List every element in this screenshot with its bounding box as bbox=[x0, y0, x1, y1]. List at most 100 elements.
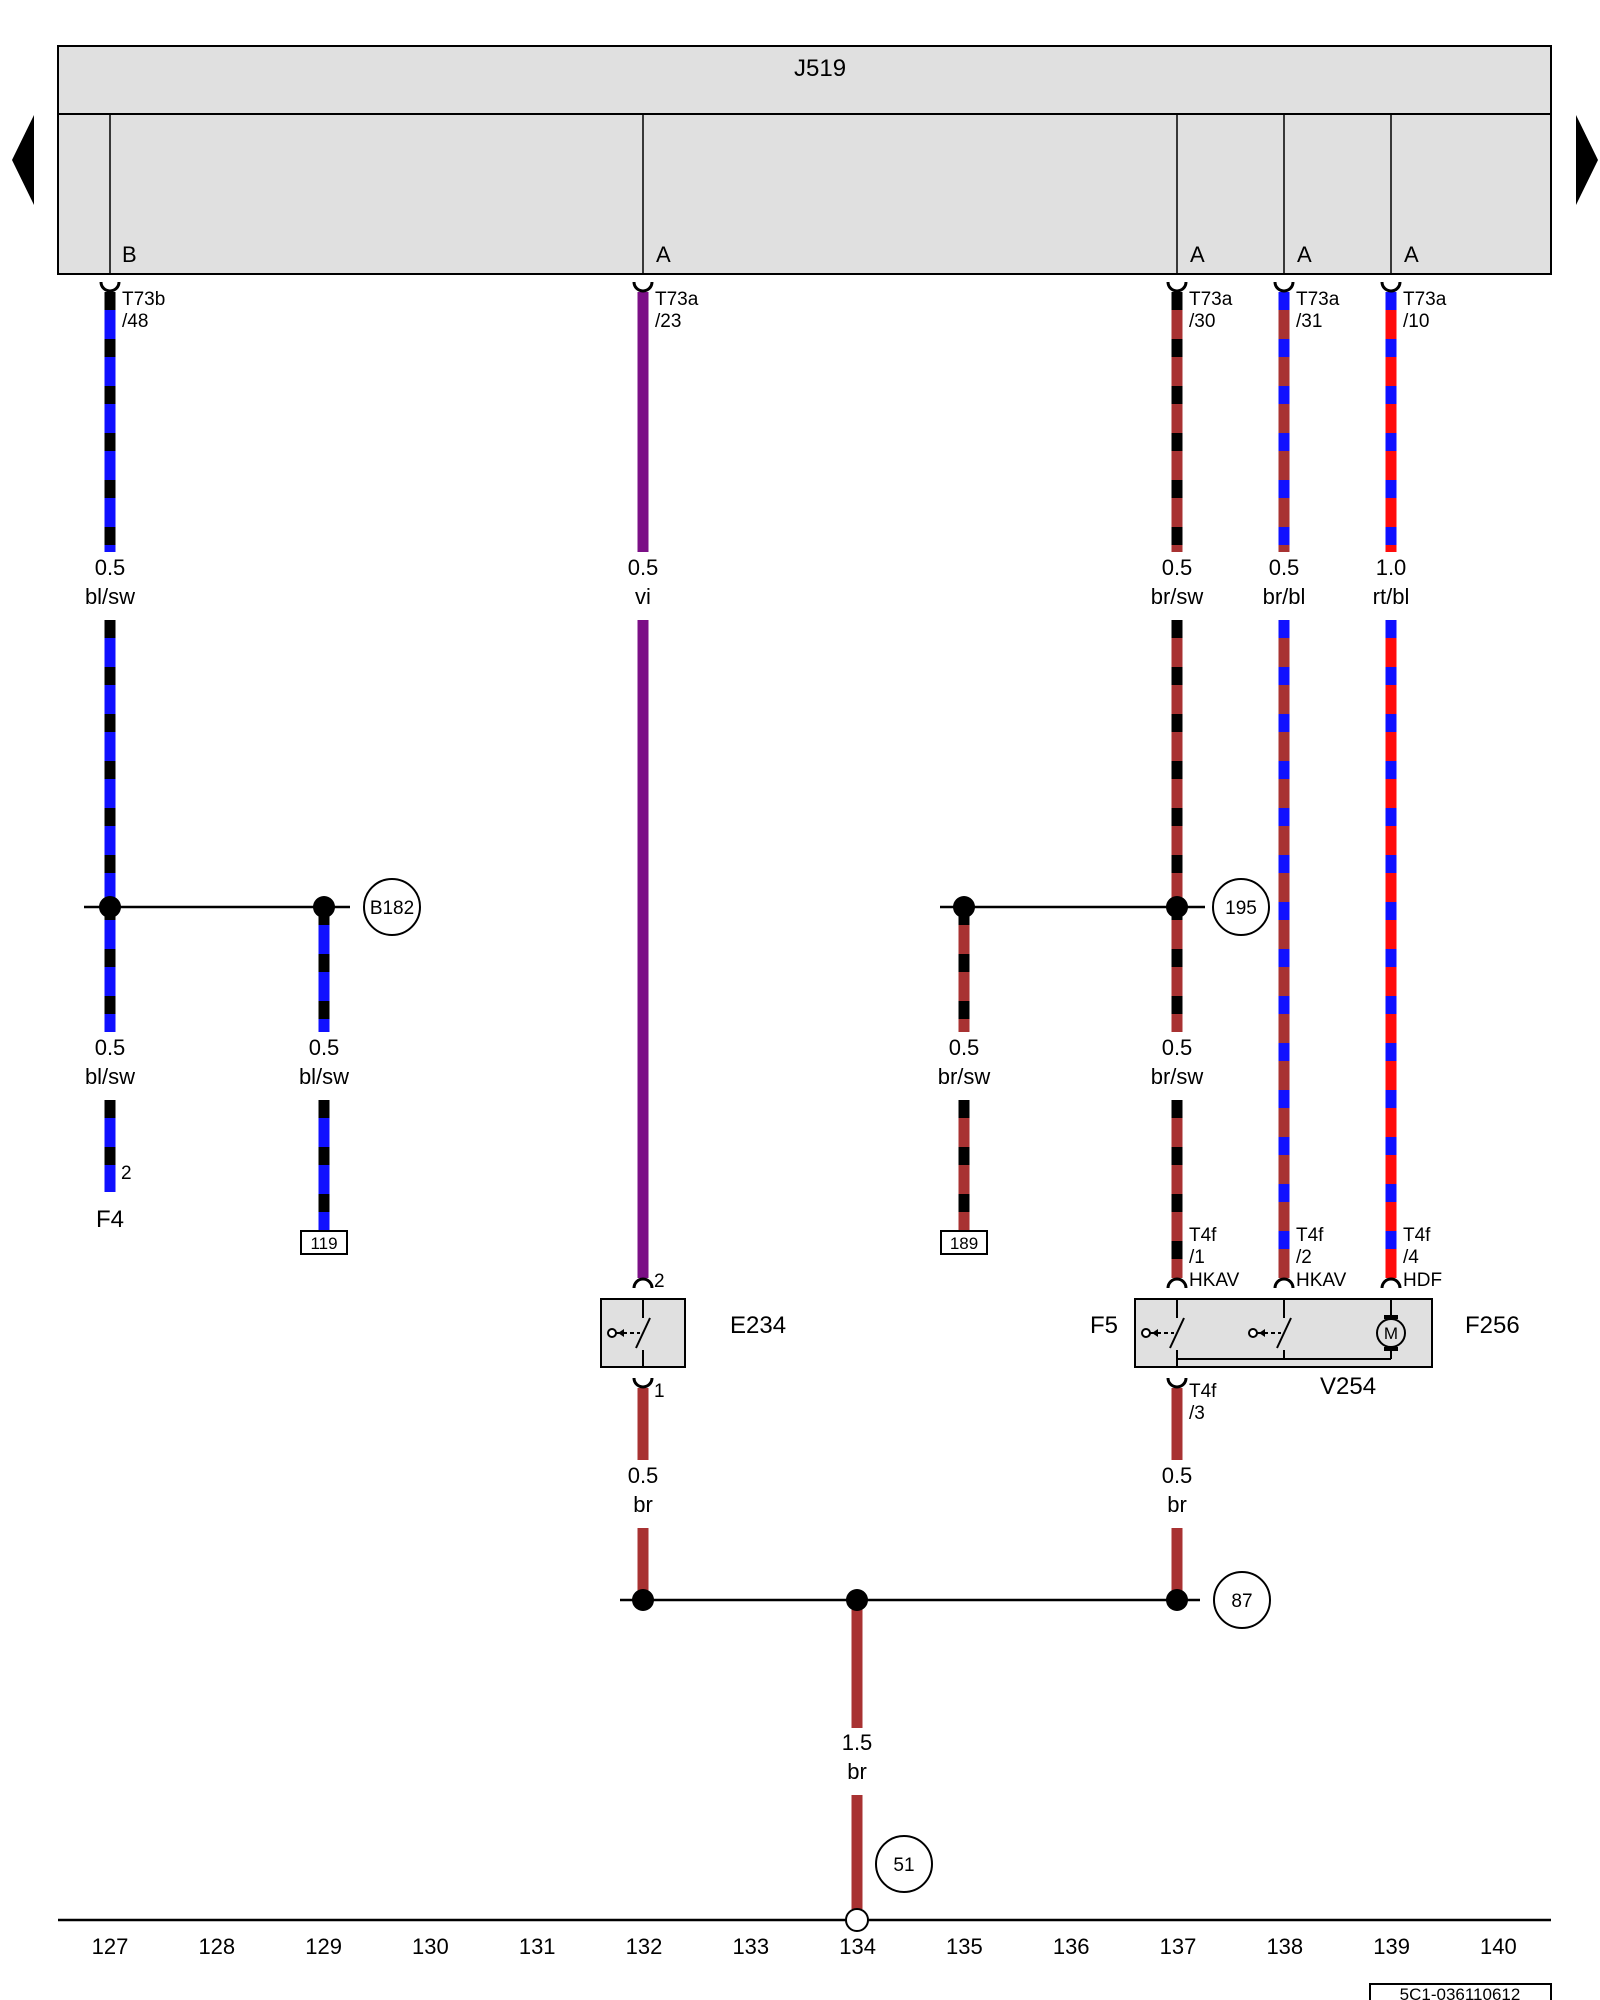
pin-label: T73a bbox=[1403, 289, 1447, 310]
pin-label: T4f bbox=[1189, 1225, 1217, 1246]
document-id-label: 5C1-036110612 bbox=[1400, 1985, 1521, 2000]
pin-signal: HDF bbox=[1403, 1270, 1442, 1291]
pin-t73a-31: T73a /31 bbox=[1296, 289, 1340, 332]
wire-color: bl/sw bbox=[299, 1064, 349, 1089]
document-id: 5C1-036110612 bbox=[1369, 1983, 1552, 2000]
component-e234 bbox=[600, 1298, 686, 1368]
wire-color: br/bl bbox=[1263, 584, 1306, 609]
connector-letter-a-2: A bbox=[1190, 242, 1205, 267]
wire-label-138-top: 0.5 br/bl bbox=[1263, 555, 1306, 609]
component-e234-label: E234 bbox=[730, 1312, 786, 1339]
pin-t73b-48: T73b /48 bbox=[122, 289, 165, 332]
pin-t73a-10: T73a /10 bbox=[1403, 289, 1447, 332]
column-number: 133 bbox=[732, 1934, 769, 1959]
pin-label: T73b bbox=[122, 289, 165, 310]
pin-label: T73a bbox=[655, 289, 699, 310]
wire-size: 0.5 bbox=[628, 1463, 659, 1488]
column-number: 139 bbox=[1373, 1934, 1410, 1959]
pin-signal: HKAV bbox=[1296, 1270, 1347, 1291]
wire-size: 0.5 bbox=[628, 555, 659, 580]
pin-number: /1 bbox=[1189, 1247, 1205, 1268]
junction-b182-label: B182 bbox=[370, 898, 414, 919]
pin-label: T73a bbox=[1189, 289, 1233, 310]
control-unit-label: J519 bbox=[794, 55, 846, 82]
pin-number: /3 bbox=[1189, 1403, 1205, 1424]
junction-87: 87 bbox=[1213, 1571, 1271, 1629]
pin-number: /23 bbox=[655, 311, 681, 332]
pin-number: /31 bbox=[1296, 311, 1322, 332]
f4-pin-number: 2 bbox=[121, 1163, 132, 1184]
column-number: 127 bbox=[92, 1934, 129, 1959]
junction-87-label: 87 bbox=[1231, 1591, 1252, 1612]
component-f4: F4 bbox=[96, 1206, 124, 1233]
wire-color: br/sw bbox=[1151, 1064, 1204, 1089]
junction-b182: B182 bbox=[363, 878, 421, 936]
bus-lines bbox=[58, 905, 1551, 1922]
connector-letter-a-1: A bbox=[656, 242, 671, 267]
wire-label-127-low: 0.5 bl/sw bbox=[85, 1035, 135, 1089]
junction-dots bbox=[99, 896, 1188, 1611]
connector-letter-a-4: A bbox=[1404, 242, 1419, 267]
pin-t4f-4: T4f /4 HDF bbox=[1403, 1225, 1442, 1291]
wire-label-132-top: 0.5 vi bbox=[628, 555, 659, 609]
pin-t73a-30: T73a /30 bbox=[1189, 289, 1233, 332]
pin-label: T73a bbox=[1296, 289, 1340, 310]
wire-color: bl/sw bbox=[85, 584, 135, 609]
column-number: 130 bbox=[412, 1934, 449, 1959]
wire-color: rt/bl bbox=[1373, 584, 1410, 609]
component-f5: F5 bbox=[1090, 1312, 1118, 1339]
column-number: 128 bbox=[198, 1934, 235, 1959]
pin-t4f-3: T4f /3 bbox=[1189, 1381, 1217, 1424]
junction-51-label: 51 bbox=[893, 1855, 914, 1876]
next-page-arrow-icon[interactable] bbox=[1576, 115, 1598, 205]
control-unit-j519: J519 bbox=[57, 45, 1552, 275]
pin-t73a-23: T73a /23 bbox=[655, 289, 699, 332]
column-number: 134 bbox=[839, 1934, 876, 1959]
pin-t4f-1: T4f /1 HKAV bbox=[1189, 1225, 1240, 1291]
wires-layer bbox=[104, 292, 1397, 1909]
connector-cups bbox=[99, 281, 1402, 1389]
pin-label: T4f bbox=[1296, 1225, 1324, 1246]
j519-internal-lines bbox=[109, 114, 1392, 274]
column-number: 129 bbox=[305, 1934, 342, 1959]
wire-size: 0.5 bbox=[1269, 555, 1300, 580]
pin-t4f-2: T4f /2 HKAV bbox=[1296, 1225, 1347, 1291]
wire-color: bl/sw bbox=[85, 1064, 135, 1089]
junction-51: 51 bbox=[875, 1835, 933, 1893]
wire-label-139-top: 1.0 rt/bl bbox=[1373, 555, 1410, 609]
pin-number: /4 bbox=[1403, 1247, 1419, 1268]
e234-pin-2: 2 bbox=[654, 1271, 665, 1292]
wire-size: 0.5 bbox=[95, 1035, 126, 1060]
previous-page-arrow-icon[interactable] bbox=[12, 115, 34, 205]
pin-number: /2 bbox=[1296, 1247, 1312, 1268]
connector-letter-a-3: A bbox=[1297, 242, 1312, 267]
junction-195: 195 bbox=[1212, 878, 1270, 936]
wire-color: vi bbox=[635, 584, 651, 609]
column-number: 137 bbox=[1160, 1934, 1197, 1959]
ground-point-51 bbox=[845, 1908, 869, 1932]
column-number: 136 bbox=[1053, 1934, 1090, 1959]
pin-number: /30 bbox=[1189, 311, 1215, 332]
wire-label-127-top: 0.5 bl/sw bbox=[85, 555, 135, 609]
wire-size: 0.5 bbox=[309, 1035, 340, 1060]
wire-label-137-bottom: 0.5 br bbox=[1162, 1463, 1193, 1517]
wire-size: 0.5 bbox=[949, 1035, 980, 1060]
wire-label-134-ground: 1.5 br bbox=[842, 1730, 873, 1784]
wire-size: 0.5 bbox=[1162, 1035, 1193, 1060]
reference-189[interactable]: 189 bbox=[940, 1230, 988, 1255]
wire-label-137-low: 0.5 br/sw bbox=[1151, 1035, 1204, 1089]
wire-size: 0.5 bbox=[1162, 555, 1193, 580]
reference-119[interactable]: 119 bbox=[300, 1230, 348, 1255]
wire-size: 1.5 bbox=[842, 1730, 873, 1755]
wire-label-129-low: 0.5 bl/sw bbox=[299, 1035, 349, 1089]
connector-letter-b: B bbox=[122, 242, 137, 267]
pin-number: /10 bbox=[1403, 311, 1429, 332]
column-number: 131 bbox=[519, 1934, 556, 1959]
pin-number: /48 bbox=[122, 311, 148, 332]
pin-signal: HKAV bbox=[1189, 1270, 1240, 1291]
wire-size: 0.5 bbox=[95, 555, 126, 580]
wire-label-135-low: 0.5 br/sw bbox=[938, 1035, 991, 1089]
wire-color: br/sw bbox=[1151, 584, 1204, 609]
motor-label: M bbox=[1384, 1324, 1398, 1343]
column-number: 132 bbox=[626, 1934, 663, 1959]
